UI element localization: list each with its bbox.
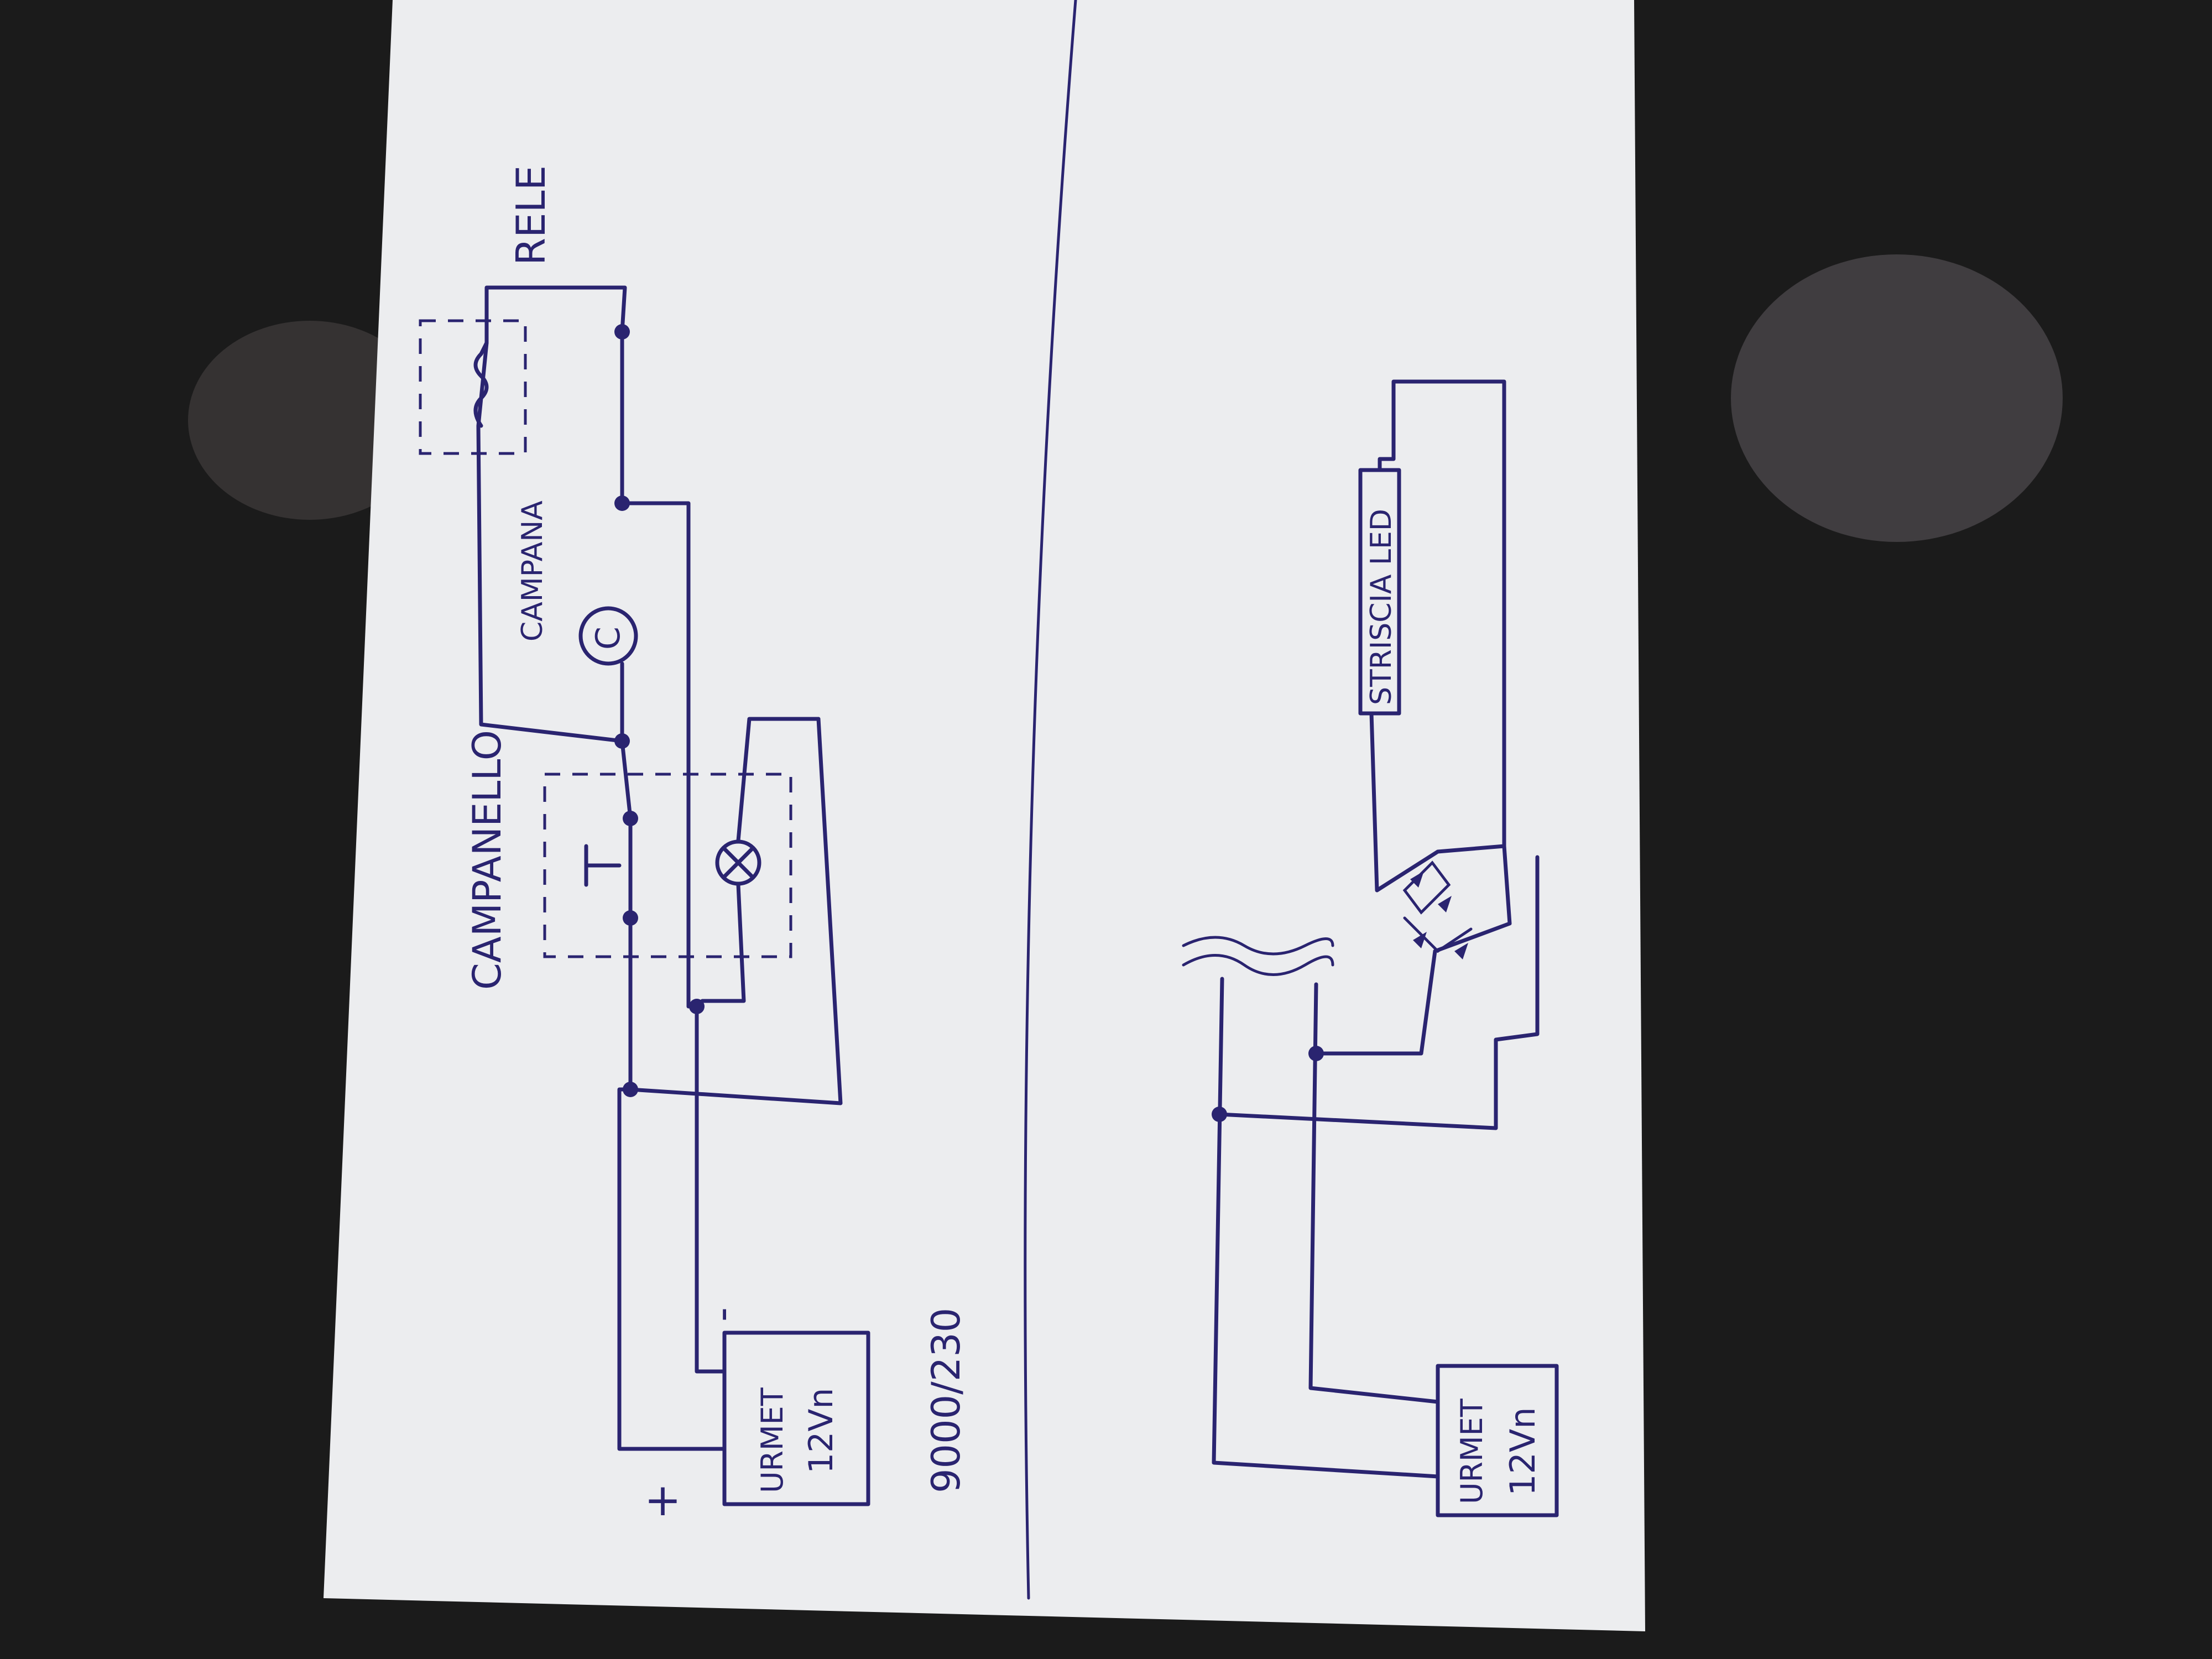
mat-light-reflection-left xyxy=(188,321,431,520)
junction-dot xyxy=(623,910,638,926)
junction-dot xyxy=(614,324,630,340)
bottom-return-wire xyxy=(628,717,843,1105)
junction-dot xyxy=(1308,1046,1324,1061)
psu-bottom-rating: 12Vn xyxy=(1503,1407,1543,1496)
junction-dot xyxy=(623,811,638,826)
led-supply-wire-a xyxy=(1212,977,1440,1479)
bell-coil-symbol xyxy=(578,606,638,666)
junction-dot xyxy=(614,733,630,749)
bridge-wire xyxy=(1369,711,1512,953)
bell-coil-label: C xyxy=(589,627,628,650)
plus-label: + xyxy=(644,1474,681,1526)
model-code-label: 9000/230 xyxy=(924,1308,969,1493)
psu-top-brand: URMET xyxy=(755,1387,790,1493)
minus-label: - xyxy=(698,1307,745,1322)
campanello-label: CAMPANELLO xyxy=(465,730,510,990)
led-strip-label: STRISCIA LED xyxy=(1365,509,1398,705)
psu-box-bottom xyxy=(1436,1364,1559,1517)
psu-box-top xyxy=(722,1331,870,1506)
junction-dot xyxy=(623,1082,638,1097)
psu-bottom-brand: URMET xyxy=(1454,1398,1489,1504)
junction-dot xyxy=(689,999,705,1014)
led-feed-wire xyxy=(1217,855,1540,1130)
divider-line xyxy=(1024,0,1077,1600)
mat-light-reflection xyxy=(1731,254,2063,542)
campana-label: CAMPANA xyxy=(516,500,549,641)
bell-circuit: C CAMPANELLO CAMPANA RELE + - URMET 12Vn… xyxy=(419,165,969,1526)
led-return-wire xyxy=(1378,379,1506,848)
campanello-dashed-box xyxy=(543,773,792,958)
push-button-symbol xyxy=(584,816,633,920)
junction-dot xyxy=(614,495,630,511)
junction-dot xyxy=(1212,1107,1227,1122)
lamp-symbol xyxy=(700,717,821,1003)
led-feed-wire-2 xyxy=(1314,949,1437,1056)
psu-top-rating: 12Vn xyxy=(802,1388,841,1474)
left-bus-wire xyxy=(620,330,633,1092)
rele-label: RELE xyxy=(508,165,554,265)
wire-break-symbol xyxy=(1182,936,1334,976)
relay-coil-symbol xyxy=(473,341,489,428)
led-circuit: STRISCIA LED URMET 12Vn xyxy=(1182,379,1559,1517)
bridge-rectifier-symbol xyxy=(1402,860,1473,959)
rele-dashed-box xyxy=(419,319,527,455)
